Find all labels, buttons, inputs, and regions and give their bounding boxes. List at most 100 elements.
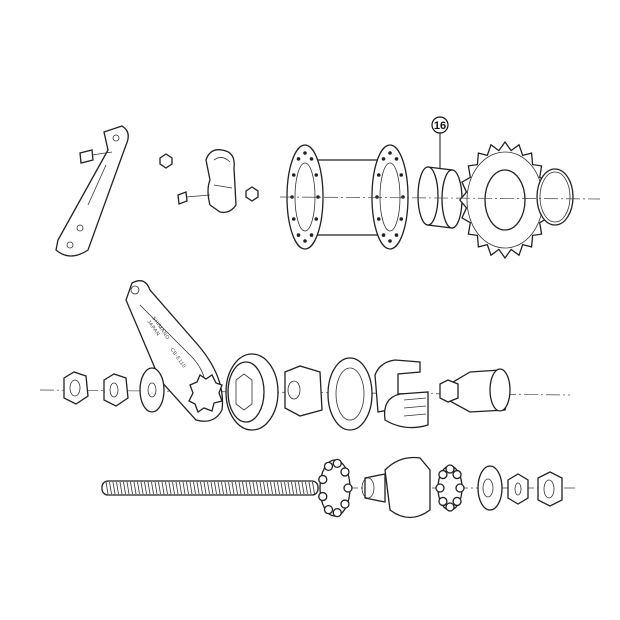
spoke-hole (399, 217, 404, 221)
thread-line (294, 481, 298, 495)
thread-line (193, 481, 196, 495)
spoke-hole (314, 217, 319, 221)
thread-line (112, 481, 116, 495)
thread-line (130, 481, 133, 495)
thread-line (242, 481, 245, 495)
thread-line (284, 481, 287, 495)
spoke-hole (376, 173, 381, 177)
roller-cage (327, 357, 373, 431)
thread-line (210, 481, 214, 495)
thread-line (298, 481, 301, 495)
bearing-ball (438, 469, 448, 480)
spoke-hole (291, 217, 296, 221)
spoke-hole (303, 151, 307, 155)
thread-line (249, 481, 252, 495)
thread-line (207, 481, 210, 495)
thread-line (140, 481, 144, 495)
thread-line (165, 481, 168, 495)
thread-line (154, 481, 158, 495)
spoke-hole (314, 173, 319, 177)
spoke-hole (296, 233, 301, 237)
thread-line (263, 481, 266, 495)
bearing-ball (445, 464, 455, 474)
bearing-ball (438, 496, 448, 507)
spoke-hole (399, 173, 404, 177)
thread-line (172, 481, 175, 495)
thread-line (245, 481, 249, 495)
sprocket (458, 140, 552, 260)
thread-line (273, 481, 277, 495)
thread-line (308, 481, 312, 495)
thread-line (161, 481, 165, 495)
bearing-ball (332, 507, 342, 518)
thread-line (144, 481, 147, 495)
spoke-hole (388, 239, 392, 243)
locknut-right (507, 473, 529, 505)
thread-line (305, 481, 308, 495)
hub-driver-body (361, 456, 431, 519)
thread-line (109, 481, 112, 495)
thread-line (186, 481, 189, 495)
thread-line (175, 481, 179, 495)
thread-line (182, 481, 186, 495)
spoke-hole (316, 195, 320, 199)
spoke-hole (309, 233, 314, 237)
washer-left (139, 367, 165, 413)
thread-line (280, 481, 284, 495)
axle (101, 480, 319, 496)
brake-cone (225, 353, 279, 431)
thread-line (291, 481, 294, 495)
clip-band (159, 149, 259, 213)
bearing-ball (435, 483, 445, 493)
thread-line (126, 481, 130, 495)
brake-arm: SHIMANO JAPAN CB-E110 (125, 280, 224, 422)
thread-line (179, 481, 182, 495)
thread-line (259, 481, 263, 495)
thread-line (119, 481, 123, 495)
thread-line (116, 481, 119, 495)
spoke-hole (309, 157, 314, 161)
strap-holes (66, 134, 120, 249)
axle-nut-left (63, 371, 89, 405)
thread-line (235, 481, 238, 495)
bearing-ball (318, 491, 328, 502)
thread-line (147, 481, 151, 495)
bearing-ball (323, 505, 334, 515)
thread-line (266, 481, 270, 495)
snap-ring (536, 168, 574, 226)
spoke-hole (394, 233, 399, 237)
bearing-ball (332, 458, 342, 469)
thread-line (203, 481, 207, 495)
bearing-ball (452, 469, 462, 480)
spoke-hole (291, 173, 296, 177)
brake-shoes (374, 359, 429, 429)
locknut-left (103, 373, 129, 407)
thread-line (312, 481, 315, 495)
thread-line (224, 481, 228, 495)
cone-right (477, 465, 503, 511)
axle-nut-right (537, 471, 563, 507)
spoke-hole (401, 195, 405, 199)
callout-16: 16 (431, 116, 449, 168)
spacer-ring (417, 166, 463, 229)
bearing-ball (323, 461, 334, 471)
thread-line (238, 481, 242, 495)
driver-assembly (439, 368, 511, 413)
thread-line (168, 481, 172, 495)
callout-number: 16 (434, 120, 446, 132)
bearing-ball (318, 474, 328, 485)
thread-line (214, 481, 217, 495)
thread-line (137, 481, 140, 495)
spoke-hole (303, 239, 307, 243)
bearing-ball (340, 467, 350, 477)
thread-line (221, 481, 224, 495)
spoke-hole (388, 151, 392, 155)
thread-line (196, 481, 200, 495)
thread-line (231, 481, 235, 495)
bearing-ball (340, 499, 350, 509)
ball-retainer-left (318, 458, 353, 518)
arm-strap-assembly (55, 125, 129, 257)
spoke-hole (375, 195, 379, 199)
thread-line (270, 481, 273, 495)
